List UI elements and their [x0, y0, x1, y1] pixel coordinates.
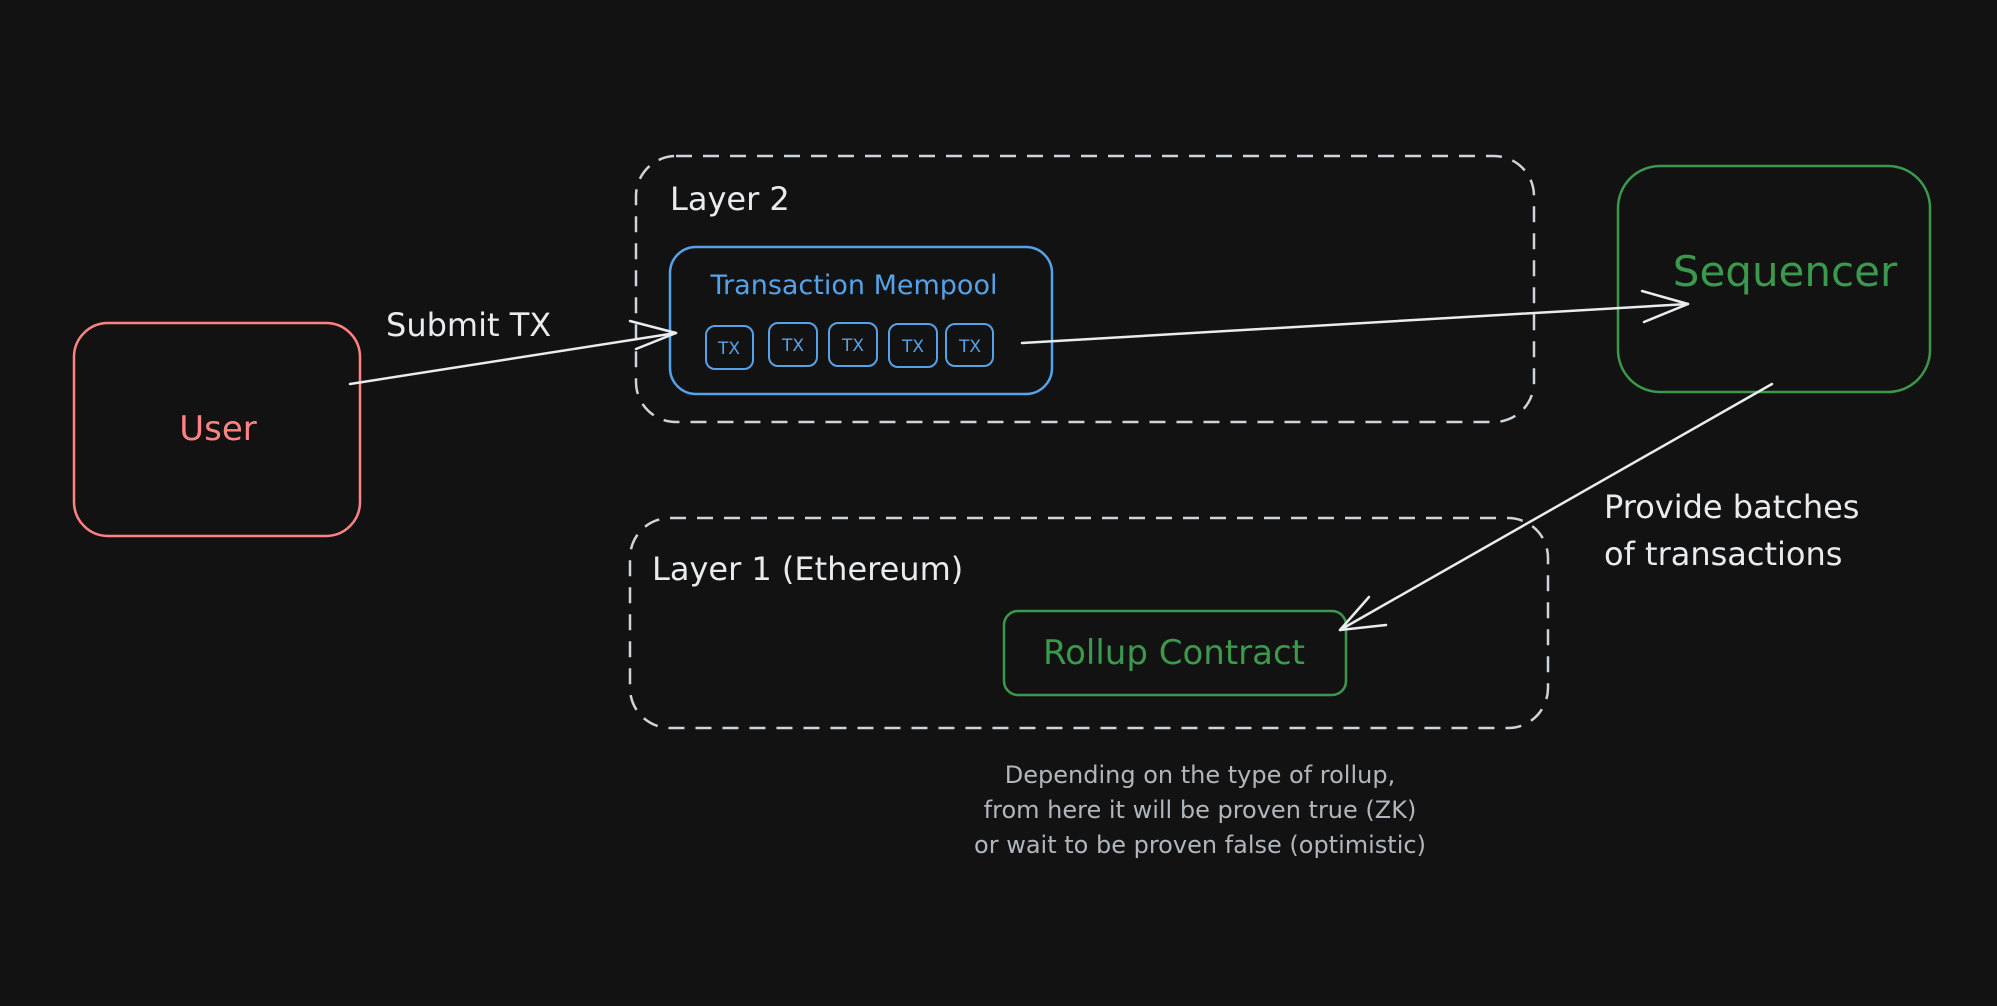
user-node: User — [72, 321, 362, 538]
tx-item: TX — [828, 322, 878, 367]
mempool-box — [668, 245, 1054, 396]
rollup-contract-label: Rollup Contract — [1043, 633, 1305, 673]
sequencer-label: Sequencer — [1673, 247, 1898, 296]
tx-item: TX — [768, 322, 818, 367]
submit-tx-arrow: Submit TX — [348, 306, 678, 386]
layer2-boundary — [634, 154, 1536, 424]
tx-item: TX — [705, 325, 754, 370]
tx-item-label: TX — [901, 337, 924, 357]
tx-item-label: TX — [781, 336, 804, 356]
mempool-to-sequencer-arrow — [1020, 289, 1690, 345]
sequencer-node: Sequencer — [1616, 164, 1932, 394]
rollup-contract-node: Rollup Contract — [1002, 609, 1348, 697]
tx-item: TX — [888, 323, 938, 368]
rollup-note-line: Depending on the type of rollup, — [1005, 761, 1395, 789]
sequencer-box — [1616, 164, 1932, 394]
tx-item-label: TX — [717, 339, 740, 359]
user-box — [72, 321, 362, 538]
mempool-node: Transaction Mempool TX TX TX TX TX — [668, 245, 1054, 396]
tx-item-label: TX — [958, 337, 981, 357]
tx-item-list: TX TX TX TX TX — [705, 322, 994, 370]
layer2-label: Layer 2 — [670, 180, 790, 218]
layer1-boundary — [628, 516, 1550, 730]
layer1-group: Layer 1 (Ethereum) — [628, 516, 1550, 730]
tx-item: TX — [945, 323, 994, 367]
layer2-group: Layer 2 — [634, 154, 1536, 424]
submit-tx-label: Submit TX — [386, 306, 551, 344]
rollup-note: Depending on the type of rollup, from he… — [974, 761, 1426, 859]
mempool-label: Transaction Mempool — [710, 270, 998, 301]
sequencer-to-rollup-arrow: Provide batches of transactions — [1338, 382, 1859, 632]
tx-item-label: TX — [841, 336, 864, 356]
rollup-contract-box — [1002, 609, 1348, 697]
rollup-note-line: or wait to be proven false (optimistic) — [974, 831, 1426, 859]
rollup-note-line: from here it will be proven true (ZK) — [984, 796, 1417, 824]
layer1-label: Layer 1 (Ethereum) — [652, 550, 963, 588]
user-label: User — [179, 409, 257, 449]
provide-batches-label-line: of transactions — [1604, 535, 1842, 573]
provide-batches-label-line: Provide batches — [1604, 488, 1859, 526]
